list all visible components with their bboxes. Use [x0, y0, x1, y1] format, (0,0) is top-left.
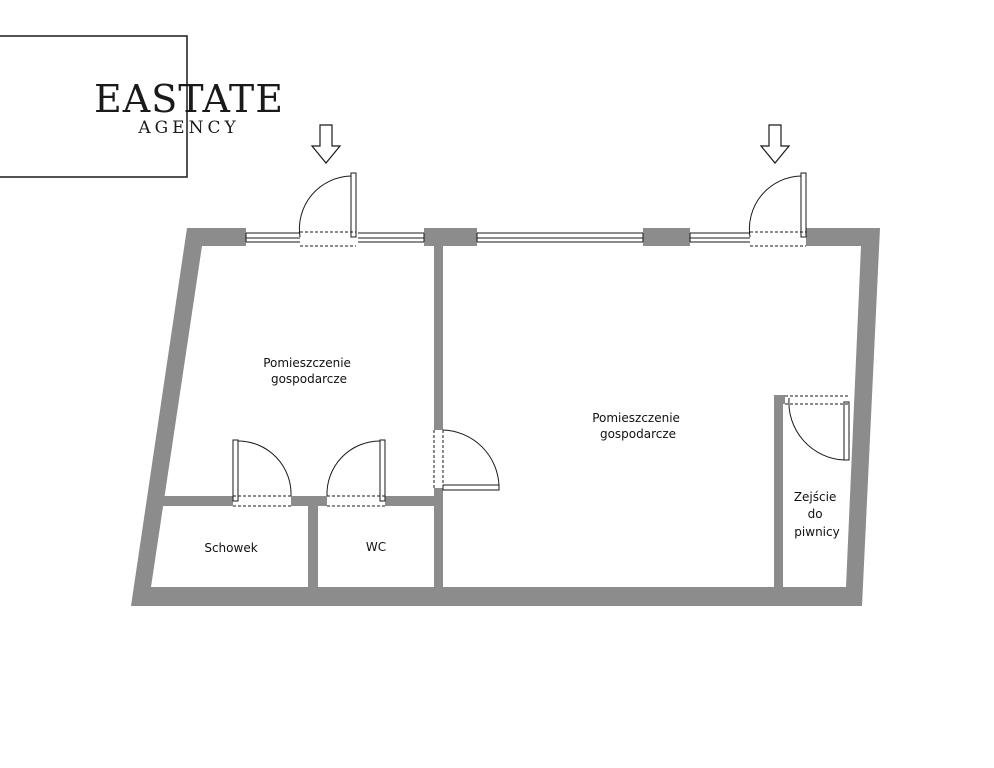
window-2-cutout [356, 227, 424, 247]
partition-schowek-wc [308, 506, 318, 587]
room-label-line: do [808, 507, 823, 521]
window-1 [245, 232, 300, 243]
partition-vertical-center [434, 246, 443, 587]
logo-tagline: AGENCY [137, 118, 239, 138]
window-4-cutout [690, 227, 750, 247]
room-label-line: Pomieszczenie [263, 356, 351, 370]
door-center [433, 429, 500, 491]
room-label-main-left: Pomieszczenie gospodarcze [263, 356, 355, 386]
door-schowek-cutout [233, 495, 291, 507]
arrow-down-icon [310, 124, 342, 164]
room-label-storage: Schowek [204, 541, 257, 555]
door-stairs [785, 395, 850, 461]
door-entrance-left [298, 172, 357, 247]
walls [131, 228, 880, 606]
door-left-cutout [300, 227, 356, 247]
room-label-line: Schowek [204, 541, 257, 555]
room-label-line: Pomieszczenie [592, 411, 680, 425]
room-labels: Pomieszczenie gospodarcze Pomieszczenie … [204, 356, 840, 555]
window-4 [689, 232, 750, 243]
door-stairs-cutout [785, 394, 848, 405]
entrance-arrows [310, 124, 791, 164]
partition-stairs-vertical [774, 395, 783, 587]
room-label-line: gospodarcze [271, 372, 347, 386]
room-label-wc: WC [366, 540, 386, 554]
window-2 [358, 232, 425, 243]
room-label-main-right: Pomieszczenie gospodarcze [592, 411, 684, 441]
arrow-down-icon [759, 124, 791, 164]
door-wc [326, 439, 386, 507]
partition-stairs-top [774, 395, 785, 404]
windows [245, 232, 750, 243]
door-center-cutout [433, 430, 444, 488]
door-right-cutout [750, 227, 806, 247]
partition-horizontal-left [163, 496, 435, 506]
door-entrance-right [748, 172, 807, 247]
window-3-cutout [477, 227, 643, 247]
room-label-line: gospodarcze [600, 427, 676, 441]
room-label-line: piwnicy [794, 525, 839, 539]
door-schowek [232, 439, 292, 507]
window-1-cutout [246, 227, 300, 247]
logo-name: EASTATE [94, 77, 284, 121]
doors [232, 172, 850, 507]
door-wc-cutout [327, 495, 385, 507]
logo-frame [0, 35, 188, 178]
room-label-basement-stairs: Zejście do piwnicy [794, 490, 840, 539]
room-label-line: WC [366, 540, 386, 554]
logo: EASTATE AGENCY [0, 35, 284, 178]
room-label-line: Zejście [794, 490, 837, 504]
window-3 [476, 232, 644, 243]
